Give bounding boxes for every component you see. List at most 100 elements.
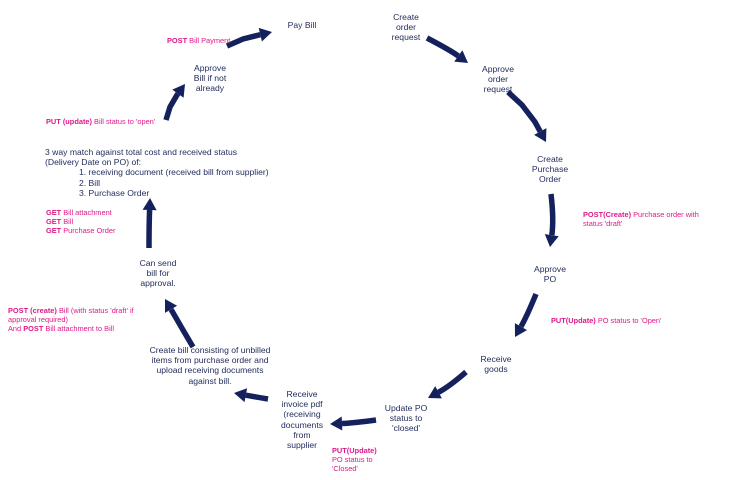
arrow-shaft-7 bbox=[245, 392, 269, 402]
node-line: order bbox=[395, 22, 417, 33]
three-way-match-item-3: 3. Purchase Order bbox=[79, 187, 150, 198]
arrow-head-6 bbox=[330, 416, 343, 431]
three-way-match-item-1: 1. receiving document (received bill fro… bbox=[79, 167, 269, 178]
api-text: Bill (with status 'draft' if bbox=[56, 306, 134, 315]
arrow-shaft-6 bbox=[341, 417, 377, 427]
api-verb: PUT(Update) bbox=[551, 316, 596, 325]
node-three-way-match: 3 way match against total cost and recei… bbox=[45, 147, 290, 198]
arrow-head-2 bbox=[534, 128, 547, 142]
arrow-shaft-3 bbox=[548, 193, 556, 236]
node-line: Approve bbox=[533, 264, 566, 274]
node-line: Approve bbox=[193, 63, 226, 73]
api-post-bill-payment: POST Bill Payment bbox=[167, 36, 230, 45]
api-text: Bill bbox=[61, 217, 74, 226]
api-text: 'Closed' bbox=[332, 464, 358, 473]
arrow-shaft-9 bbox=[146, 209, 153, 249]
api-verb: PUT (update) bbox=[46, 117, 92, 126]
node-line: Create bbox=[393, 12, 419, 22]
node-line: against bill. bbox=[188, 375, 232, 386]
api-verb: POST bbox=[23, 324, 44, 333]
api-verb: POST(Create) bbox=[583, 210, 632, 219]
arrow-head-11 bbox=[258, 27, 272, 42]
api-line: GET Bill bbox=[46, 217, 115, 226]
node-line: goods bbox=[484, 364, 508, 375]
node-line: Pay Bill bbox=[287, 20, 317, 30]
api-text: status 'draft' bbox=[583, 219, 623, 228]
node-line: Update PO bbox=[384, 403, 428, 413]
api-line: PUT (update) Bill status to 'open' bbox=[46, 117, 155, 126]
node-line: Can send bbox=[139, 258, 177, 268]
node-line: Bill if not bbox=[193, 73, 227, 84]
node-line: Order bbox=[539, 174, 561, 185]
api-line: PUT(Update) bbox=[332, 446, 377, 455]
api-line: GET Bill attachment bbox=[46, 208, 115, 217]
arrow-shaft-11 bbox=[225, 32, 261, 49]
three-way-match-line-1: 3 way match against total cost and recei… bbox=[45, 147, 238, 157]
api-line: POST Bill Payment bbox=[167, 36, 230, 45]
api-line: POST(Create) Purchase order with bbox=[583, 210, 699, 219]
arrow-shaft-5 bbox=[437, 369, 468, 395]
arrow-shaft-10 bbox=[163, 92, 181, 121]
api-verb: POST (create) bbox=[8, 306, 57, 315]
arrow-head-5 bbox=[428, 386, 442, 399]
api-line: PO status to bbox=[332, 455, 377, 464]
api-post-bill-attachment: POST (create) Bill (with status 'draft' … bbox=[8, 306, 134, 333]
three-way-match-item-2: 2. Bill bbox=[79, 177, 101, 188]
node-line: from bbox=[293, 429, 311, 440]
arrow-shaft-1 bbox=[425, 35, 460, 59]
api-text: Purchase Order bbox=[61, 226, 116, 235]
arrow-shaft-8 bbox=[168, 307, 196, 349]
node-line: (receiving bbox=[283, 409, 321, 420]
api-verb: PUT(Update) bbox=[332, 446, 377, 455]
api-line: status 'draft' bbox=[583, 219, 699, 228]
api-text: PO status to bbox=[332, 455, 373, 464]
arrow-head-9 bbox=[142, 198, 157, 211]
node-line: invoice pdf bbox=[281, 399, 323, 410]
api-text: approval required) bbox=[8, 315, 68, 324]
arrow-head-10 bbox=[172, 84, 185, 98]
node-line: request bbox=[483, 84, 513, 95]
api-verb: POST bbox=[167, 36, 188, 45]
arrow-head-7 bbox=[234, 388, 248, 403]
api-verb: GET bbox=[46, 217, 62, 226]
node-line: already bbox=[195, 83, 225, 94]
arrow-head-3 bbox=[544, 234, 559, 247]
node-line: bill for bbox=[146, 268, 170, 279]
node-line: documents bbox=[280, 419, 324, 430]
node-line: items from purchase order and bbox=[151, 355, 269, 366]
api-text: Bill status to 'open' bbox=[91, 117, 156, 126]
api-verb: GET bbox=[46, 208, 62, 217]
node-line: Receive bbox=[286, 389, 318, 399]
arrow-head-1 bbox=[454, 50, 468, 63]
api-put-po-open: PUT(Update) PO status to 'Open' bbox=[551, 316, 661, 325]
node-line: upload receiving documents bbox=[156, 365, 264, 376]
node-line: Approve bbox=[481, 64, 514, 74]
node-line: Purchase bbox=[531, 164, 569, 175]
arrow-shaft-2 bbox=[506, 89, 543, 133]
three-way-match-line-2: (Delivery Date on PO) of: bbox=[45, 157, 141, 168]
api-text: Bill Payment bbox=[187, 36, 231, 45]
node-pay-bill: Pay Bill bbox=[272, 20, 332, 30]
api-put-bill-open: PUT (update) Bill status to 'open' bbox=[46, 117, 155, 126]
cycle-arrows bbox=[142, 27, 559, 431]
node-line: 'closed' bbox=[391, 423, 421, 434]
api-text: Purchase order with bbox=[631, 210, 699, 219]
arrow-head-4 bbox=[514, 323, 527, 337]
api-line: PUT(Update) PO status to 'Open' bbox=[551, 316, 661, 325]
api-line: POST (create) Bill (with status 'draft' … bbox=[8, 306, 134, 315]
api-line: 'Closed' bbox=[332, 464, 377, 473]
api-line: GET Purchase Order bbox=[46, 226, 115, 235]
api-put-po-closed: PUT(Update)PO status to'Closed' bbox=[332, 446, 377, 473]
